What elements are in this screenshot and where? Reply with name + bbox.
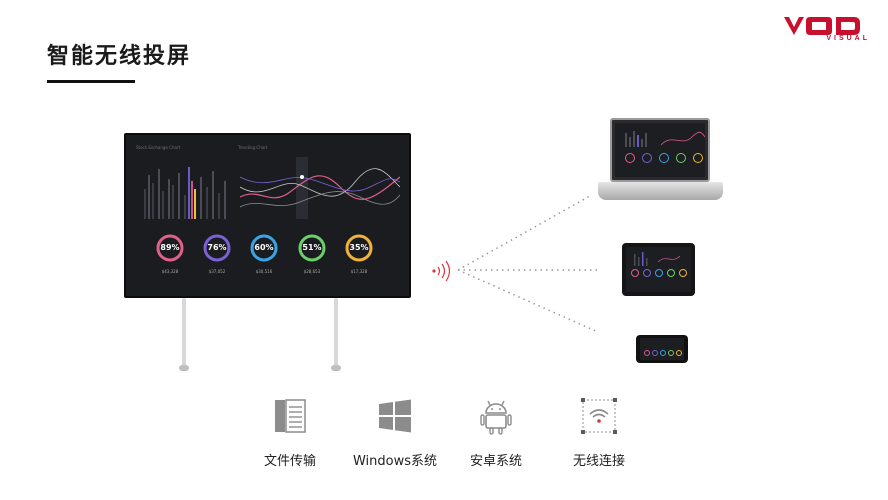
document-icon: [275, 399, 306, 433]
interactive-display: Stock Exchange Chart Trending Chart: [124, 133, 411, 373]
feature-label: Windows系统: [352, 454, 438, 469]
feature-windows: Windows系统: [340, 396, 450, 469]
wifi-icon: [581, 398, 617, 434]
stand-foot-right: [331, 365, 341, 371]
stand-leg-right: [334, 298, 338, 368]
laptop-device: [598, 118, 723, 204]
display-screen: Stock Exchange Chart Trending Chart: [124, 133, 411, 298]
logo-text: VISUAL: [826, 35, 870, 42]
feature-file-transfer: 文件传输: [235, 396, 345, 469]
title-underline: [47, 80, 135, 83]
stand-leg-left: [182, 298, 186, 368]
ring-stat-5: 35% $17,328: [339, 233, 379, 274]
ring-stat-4: 51% $28,653: [292, 233, 332, 274]
android-icon: [480, 400, 512, 435]
signal-icon: [432, 260, 451, 282]
phone-device: [636, 335, 688, 363]
ring-stat-1: 89% $43,328: [150, 233, 190, 274]
line-chart: [240, 157, 400, 219]
brand-logo: VISUAL: [782, 16, 870, 42]
bar-chart: [140, 157, 230, 219]
feature-label: 文件传输: [263, 454, 316, 469]
page-title: 智能无线投屏: [47, 44, 192, 69]
feature-label: 安卓系统: [469, 454, 522, 469]
vod-logo-icon: [784, 17, 860, 35]
feature-android: 安卓系统: [441, 396, 551, 469]
stand-foot-left: [179, 365, 189, 371]
ring-stat-3: 60% $30,516: [244, 233, 284, 274]
ring-stat-2: 76% $37,052: [197, 233, 237, 274]
left-panel-title: Stock Exchange Chart: [136, 145, 181, 150]
tablet-device: [622, 243, 695, 296]
windows-icon: [379, 399, 411, 433]
feature-label: 无线连接: [572, 454, 625, 469]
feature-wireless: 无线连接: [544, 396, 654, 469]
right-panel-title: Trending Chart: [238, 145, 268, 150]
